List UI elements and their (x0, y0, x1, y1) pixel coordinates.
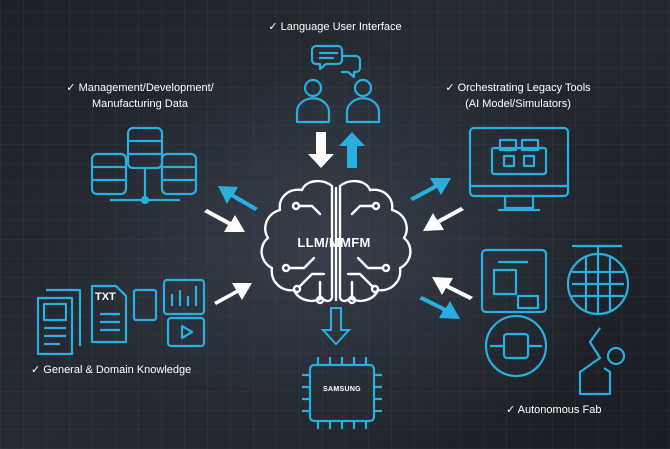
arrow-to-monitor (410, 178, 451, 201)
arrow-from-monitor (423, 207, 464, 231)
arrow-down-to-llm (308, 132, 334, 168)
arrow-from-documents (214, 283, 252, 305)
brain-circuit-icon (260, 179, 412, 305)
database-icon (90, 126, 198, 205)
label-management-data-line1: ✓ Management/Development/ (66, 82, 214, 94)
chip-brand-label: SAMSUNG (323, 386, 361, 393)
people-chat-icon (295, 44, 381, 124)
label-language-ui: ✓ Language User Interface (268, 21, 402, 33)
label-orchestrating-line1: ✓ Orchestrating Legacy Tools (445, 82, 591, 94)
label-general-knowledge: ✓ General & Domain Knowledge (31, 364, 192, 376)
arrow-from-database (204, 209, 245, 232)
label-orchestrating-line2: (AI Model/Simulators) (465, 98, 571, 110)
arrow-up-from-llm (339, 132, 365, 168)
arrow-down-to-chip (320, 307, 352, 346)
wafer-icon (484, 244, 630, 378)
chip-icon (302, 357, 382, 429)
txt-document-label: TXT (95, 291, 116, 303)
documents-icon (36, 278, 206, 356)
label-autonomous-fab: ✓ Autonomous Fab (506, 404, 602, 416)
llm-mmfm-label: LLM/MMFM (297, 235, 371, 250)
arrow-from-fab (432, 277, 473, 300)
robot-arm-icon (480, 248, 626, 396)
arrow-to-fab (419, 296, 460, 319)
label-management-data-line2: Manufacturing Data (92, 98, 188, 110)
monitor-tool-icon (468, 126, 570, 212)
arrow-to-database (218, 186, 258, 211)
